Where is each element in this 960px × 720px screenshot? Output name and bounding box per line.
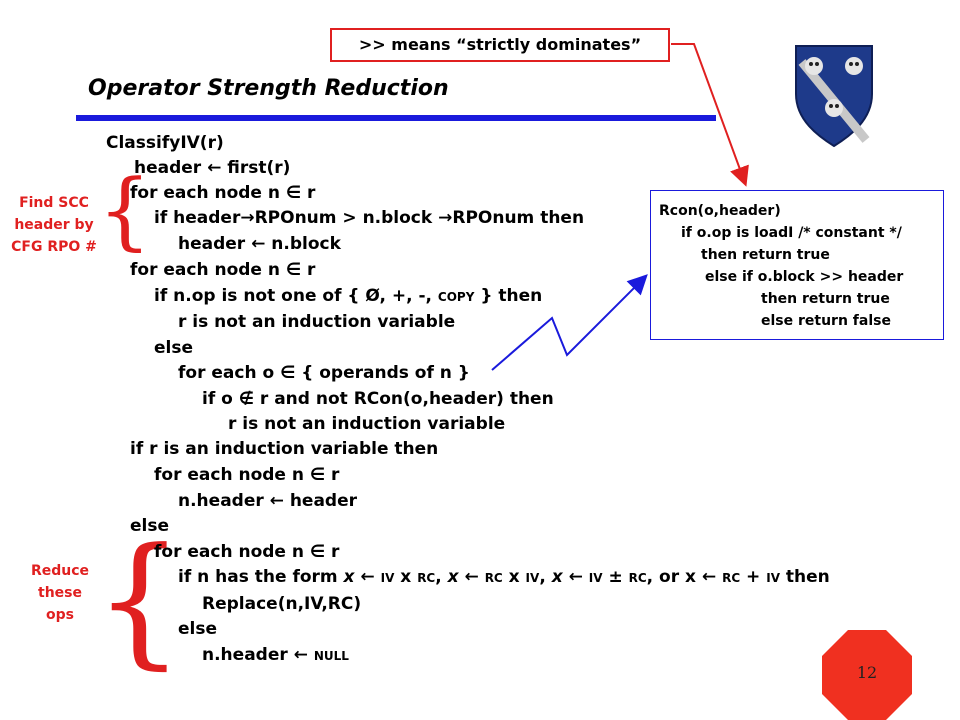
page-number: 12: [856, 663, 878, 682]
code-line: if r is an induction variable then: [130, 439, 439, 459]
code-line: header ← first(r): [134, 158, 291, 178]
code-text: if n.op is not one of { Ø, +, -,: [154, 286, 438, 306]
code-text: if n has the form: [178, 567, 344, 587]
rcon-line: else return false: [761, 313, 891, 329]
code-line: ClassifyIV(r): [106, 133, 224, 153]
code-text: ←: [562, 567, 589, 587]
code-text: ←: [458, 567, 485, 587]
rcon-definition-box: Rcon(o,header) if o.op is loadI /* const…: [650, 190, 944, 340]
scc-brace-icon: {: [98, 161, 152, 259]
blue-arrow-icon: [491, 274, 648, 371]
code-text: then: [780, 567, 830, 587]
code-line: r is not an induction variable: [178, 312, 456, 332]
code-text: IV: [766, 571, 780, 585]
code-text: +: [740, 567, 767, 587]
slide-title: Operator Strength Reduction: [88, 76, 449, 101]
rcon-line: else if o.block >> header: [705, 269, 904, 285]
code-line: if o ∉ r and not RCon(o,header) then: [202, 389, 554, 409]
code-text: RC: [417, 571, 436, 585]
code-line: for each node n ∈ r: [130, 260, 316, 280]
reduce-annotation-line-2: these: [38, 585, 82, 601]
code-line: r is not an induction variable: [228, 414, 506, 434]
code-line: for each o ∈ { operands of n }: [178, 363, 470, 383]
code-text: IV: [525, 571, 540, 585]
code-line: if header→RPOnum > n.block →RPOnum then: [154, 208, 585, 228]
rice-shield-logo-icon: [795, 45, 873, 148]
code-line: for each node n ∈ r: [154, 465, 340, 485]
code-line: header ← n.block: [178, 234, 341, 254]
code-text: x: [394, 567, 418, 587]
code-text: ,: [539, 567, 552, 587]
code-line: Replace(n,IV,RC): [202, 594, 362, 614]
reduce-annotation-line-1: Reduce: [30, 563, 90, 579]
code-text: NULL: [313, 649, 349, 663]
rcon-line: if o.op is loadI /* constant */: [681, 225, 902, 241]
code-text: } then: [474, 286, 543, 306]
reduce-brace-icon: {: [94, 518, 185, 683]
code-line: else: [178, 619, 218, 639]
reduce-annotation: Reduce these ops: [20, 560, 100, 626]
scc-annotation-line-3: CFG RPO #: [11, 239, 97, 255]
stop-octagon-icon: [822, 630, 912, 720]
rcon-line: then return true: [761, 291, 890, 307]
code-line: if n.op is not one of { Ø, +, -, COPY } …: [154, 286, 542, 306]
code-text: RC: [628, 571, 647, 585]
code-text: ±: [602, 567, 629, 587]
code-text: ,: [435, 567, 448, 587]
code-text: IV: [380, 571, 395, 585]
code-text: , or x: [646, 567, 702, 587]
code-text: ←: [354, 567, 381, 587]
code-line: if n has the form x ← IV x RC, x ← RC x …: [178, 567, 830, 587]
code-text: x: [551, 567, 563, 587]
title-rule: [76, 115, 716, 121]
code-line: else: [154, 338, 194, 358]
reduce-annotation-line-3: ops: [46, 607, 74, 623]
dominates-note: >> means “strictly dominates”: [330, 28, 670, 62]
code-line: for each node n ∈ r: [130, 183, 316, 203]
code-text: COPY: [437, 290, 475, 304]
code-line: n.header ← NULL: [202, 645, 349, 665]
code-line: n.header ← header: [178, 491, 358, 511]
rcon-line: Rcon(o,header): [659, 203, 781, 219]
code-text: ←: [701, 567, 723, 587]
red-arrow-icon: [671, 43, 749, 187]
scc-annotation-line-1: Find SCC: [19, 195, 89, 211]
scc-annotation: Find SCC header by CFG RPO #: [4, 192, 104, 258]
scc-annotation-line-2: header by: [14, 217, 94, 233]
code-line: else: [130, 516, 170, 536]
code-text: x: [343, 567, 355, 587]
code-text: IV: [588, 571, 603, 585]
code-text: RC: [722, 571, 741, 585]
code-text: x: [502, 567, 526, 587]
rcon-line: then return true: [701, 247, 830, 263]
code-text: RC: [484, 571, 503, 585]
code-text: x: [447, 567, 459, 587]
code-line: for each node n ∈ r: [154, 542, 340, 562]
code-text: n.header ←: [202, 645, 314, 665]
